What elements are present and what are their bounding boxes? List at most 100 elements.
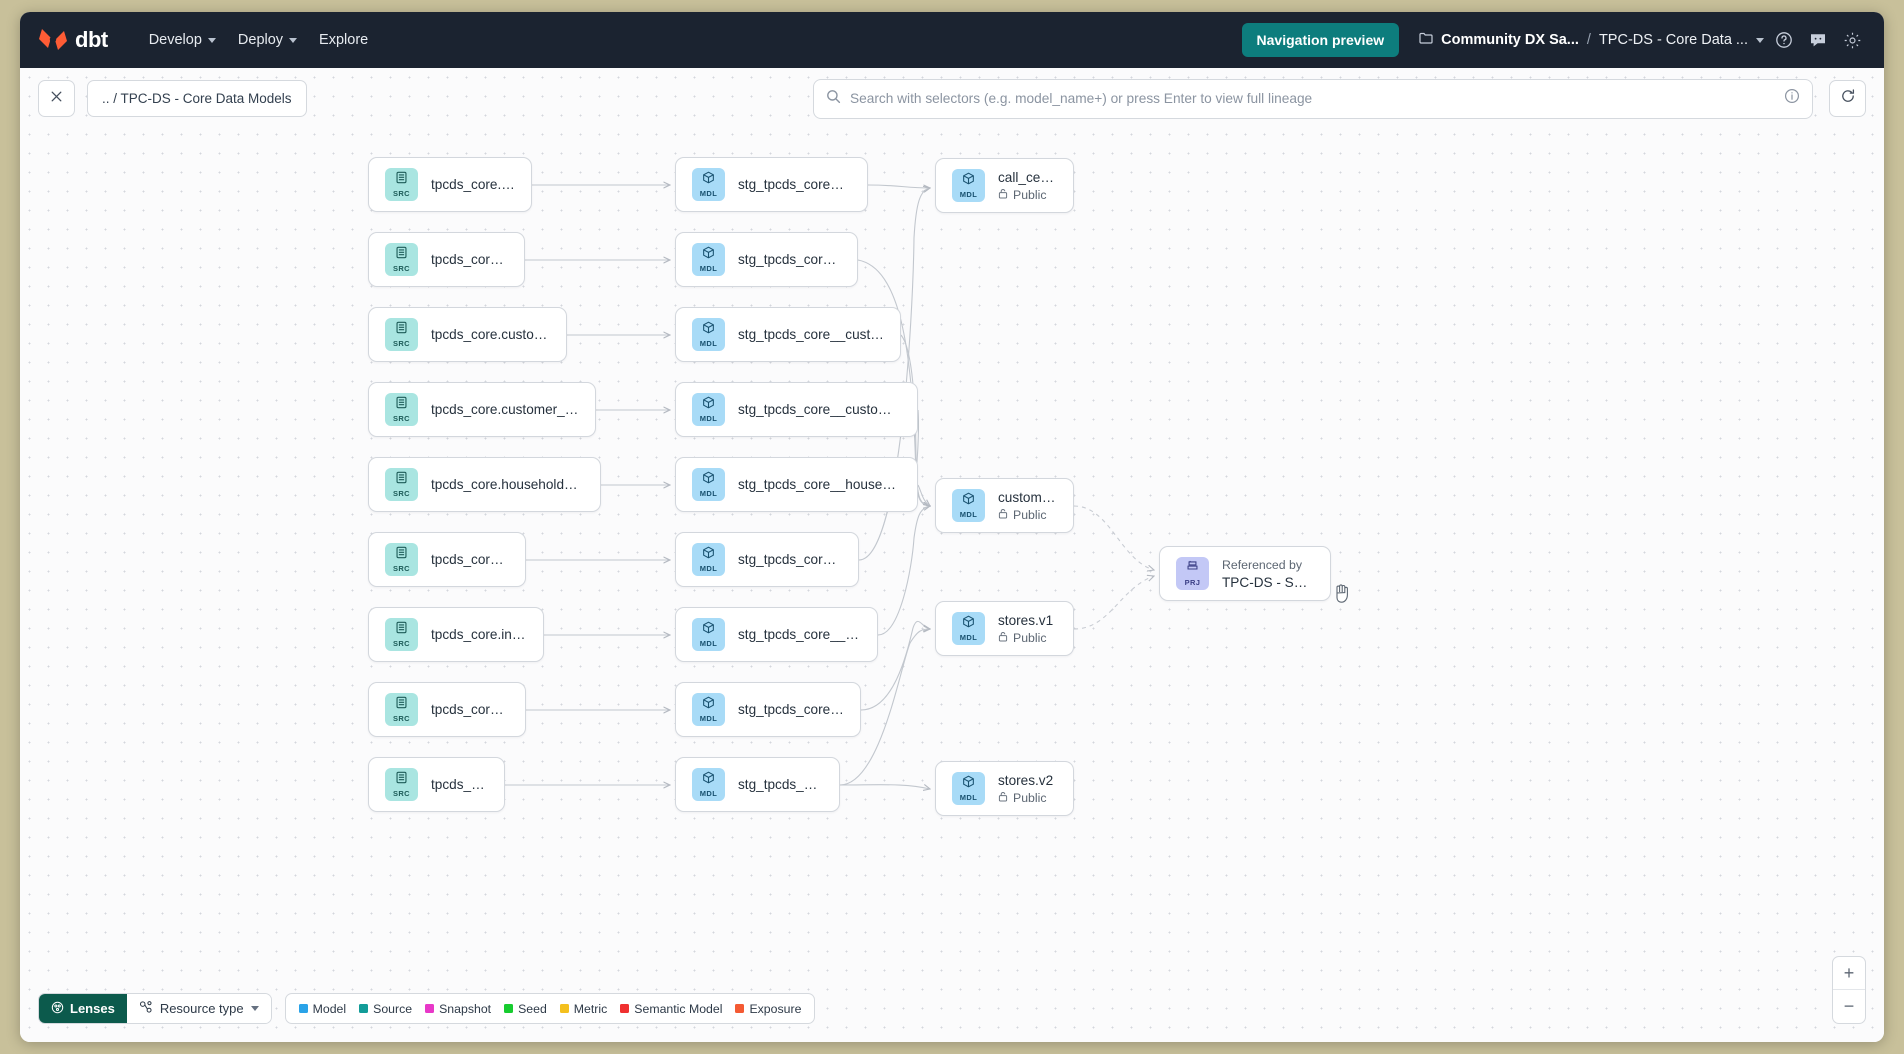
model-badge-icon: MDL — [952, 612, 985, 645]
lineage-node-model[interactable]: MDL stg_tpcds_core__inventory — [675, 682, 861, 737]
lineage-node-source[interactable]: SRC tpcds_core.customer_address — [368, 307, 567, 362]
cube-icon — [702, 396, 715, 413]
resource-type-dropdown[interactable]: Resource type — [126, 994, 271, 1023]
dbt-logo-icon — [38, 27, 68, 53]
legend-swatch — [559, 1004, 569, 1013]
lineage-node-text: stores.v1 Public — [998, 613, 1053, 645]
project-badge-label: PRJ — [1184, 578, 1201, 587]
lineage-node-label: tpcds_core.customer_address — [431, 327, 550, 342]
access-label: Public — [1013, 187, 1047, 202]
source-badge-label: SRC — [392, 714, 411, 723]
legend-item-model: Model — [298, 1001, 347, 1016]
lineage-node-mart[interactable]: MDL customers Public — [935, 478, 1074, 533]
lineage-node-source[interactable]: SRC tpcds_core.inventory — [368, 682, 526, 737]
breadcrumb-account[interactable]: Community DX Sa... — [1441, 32, 1579, 48]
lineage-node-source[interactable]: SRC tpcds_core.customer — [368, 232, 525, 287]
source-badge-label: SRC — [392, 789, 411, 798]
lineage-node-model[interactable]: MDL stg_tpcds_core__call_center — [675, 157, 868, 212]
refresh-button[interactable] — [1829, 80, 1866, 117]
model-badge-label: MDL — [959, 190, 978, 199]
database-icon — [395, 771, 408, 788]
legend-label: Model — [312, 1001, 347, 1016]
lineage-node-source[interactable]: SRC tpcds_core.income_band — [368, 607, 544, 662]
lineage-node-label: stg_tpcds_core__customer_demogra… — [738, 402, 901, 417]
dbt-logo[interactable]: dbt — [38, 27, 108, 53]
zoom-out-button[interactable]: − — [1843, 996, 1855, 1016]
lineage-node-label: tpcds_core.date_dim — [431, 552, 509, 567]
database-icon — [395, 696, 408, 713]
database-icon — [395, 621, 408, 638]
lineage-node-model[interactable]: MDL stg_tpcds_core__customer_address — [675, 307, 901, 362]
lineage-breadcrumb[interactable]: .. / TPC-DS - Core Data Models — [87, 80, 307, 117]
search-bar[interactable] — [813, 78, 1813, 119]
info-icon[interactable] — [1784, 88, 1800, 109]
settings-icon[interactable] — [1838, 26, 1866, 54]
legend-item-exposure: Exposure — [735, 1002, 801, 1016]
feedback-icon[interactable] — [1804, 26, 1832, 54]
model-badge-icon: MDL — [952, 169, 985, 202]
access-badge: Public — [998, 188, 1057, 202]
lineage-node-source[interactable]: SRC tpcds_core.date_dim — [368, 532, 526, 587]
lineage-node-label: customers — [998, 489, 1057, 505]
access-badge: Public — [998, 508, 1057, 522]
close-button[interactable] — [38, 80, 75, 117]
lineage-node-model[interactable]: MDL stg_tpcds_core__household_demogr… — [675, 457, 918, 512]
search-icon — [826, 89, 841, 109]
lineage-node-text: Referenced by TPC-DS - Sales Analytics — [1222, 558, 1314, 590]
legend-item-snapshot: Snapshot — [425, 1002, 491, 1016]
legend-label: Source — [373, 1001, 413, 1016]
lineage-node-label: stores.v1 — [998, 612, 1054, 628]
legend-item-source: Source — [359, 1002, 412, 1016]
lineage-node-label: stores.v2 — [998, 772, 1054, 788]
lineage-node-model[interactable]: MDL stg_tpcds_core__customer — [675, 232, 858, 287]
database-icon — [395, 171, 408, 188]
help-icon[interactable] — [1770, 26, 1798, 54]
navigation-preview-button[interactable]: Navigation preview — [1241, 23, 1400, 57]
close-icon — [49, 89, 64, 109]
breadcrumb-project[interactable]: TPC-DS - Core Data ... — [1598, 32, 1748, 48]
zoom-in-button[interactable]: + — [1833, 957, 1865, 990]
lineage-node-mart[interactable]: MDL stores.v1 Public — [935, 601, 1074, 656]
folder-icon — [1419, 32, 1433, 48]
cube-icon — [702, 546, 715, 563]
nav-item-deploy[interactable]: Deploy — [227, 24, 308, 56]
lineage-node-mart[interactable]: MDL stores.v2 Public — [935, 761, 1074, 816]
nav-item-explore[interactable]: Explore — [308, 24, 379, 56]
lineage-node-model[interactable]: MDL stg_tpcds_core__customer_demogra… — [675, 382, 918, 437]
legend-swatch — [735, 1004, 745, 1013]
search-input[interactable] — [850, 91, 1775, 106]
breadcrumb: Community DX Sa... / TPC-DS - Core Data … — [1419, 32, 1764, 48]
lineage-node-source[interactable]: SRC tpcds_core.household_demographics — [368, 457, 601, 512]
lineage-node-model[interactable]: MDL stg_tpcds_core__store — [675, 757, 840, 812]
lineage-node-model[interactable]: MDL stg_tpcds_core__income_band — [675, 607, 878, 662]
lineage-node-label: tpcds_core.call_center — [431, 177, 515, 192]
source-badge-label: SRC — [392, 489, 411, 498]
cube-icon — [702, 471, 715, 488]
lineage-node-source[interactable]: SRC tpcds_core.store — [368, 757, 505, 812]
access-label: Public — [1013, 630, 1047, 645]
access-badge: Public — [998, 631, 1053, 645]
lenses-button[interactable]: Lenses — [39, 994, 127, 1023]
lineage-node-source[interactable]: SRC tpcds_core.call_center — [368, 157, 532, 212]
legend-swatch — [504, 1004, 514, 1013]
source-badge-label: SRC — [392, 414, 411, 423]
legend-swatch — [359, 1004, 369, 1013]
lineage-node-label: tpcds_core.customer_demographics — [431, 402, 579, 417]
chevron-down-icon[interactable] — [1756, 37, 1764, 43]
lineage-canvas[interactable]: SRC tpcds_core.call_center SRC tpcds_cor… — [20, 68, 1884, 1042]
source-badge-icon: SRC — [385, 468, 418, 501]
lineage-node-exposure[interactable]: PRJ Referenced by TPC-DS - Sales Analyti… — [1159, 546, 1331, 601]
access-label: Public — [1013, 507, 1047, 522]
lineage-node-source[interactable]: SRC tpcds_core.customer_demographics — [368, 382, 596, 437]
legend-label: Semantic Model — [634, 1001, 723, 1016]
stack-icon — [1186, 560, 1199, 577]
lineage-node-label: tpcds_core.inventory — [431, 702, 509, 717]
lineage-node-text: stores.v2 Public — [998, 773, 1053, 805]
cube-icon — [702, 696, 715, 713]
nav-item-develop[interactable]: Develop — [138, 24, 227, 56]
source-badge-icon: SRC — [385, 168, 418, 201]
lineage-node-mart[interactable]: MDL call_centers Public — [935, 158, 1074, 213]
resource-type-label: Resource type — [159, 1001, 244, 1016]
source-badge-label: SRC — [392, 639, 411, 648]
lineage-node-model[interactable]: MDL stg_tpcds_core__date_dim — [675, 532, 859, 587]
